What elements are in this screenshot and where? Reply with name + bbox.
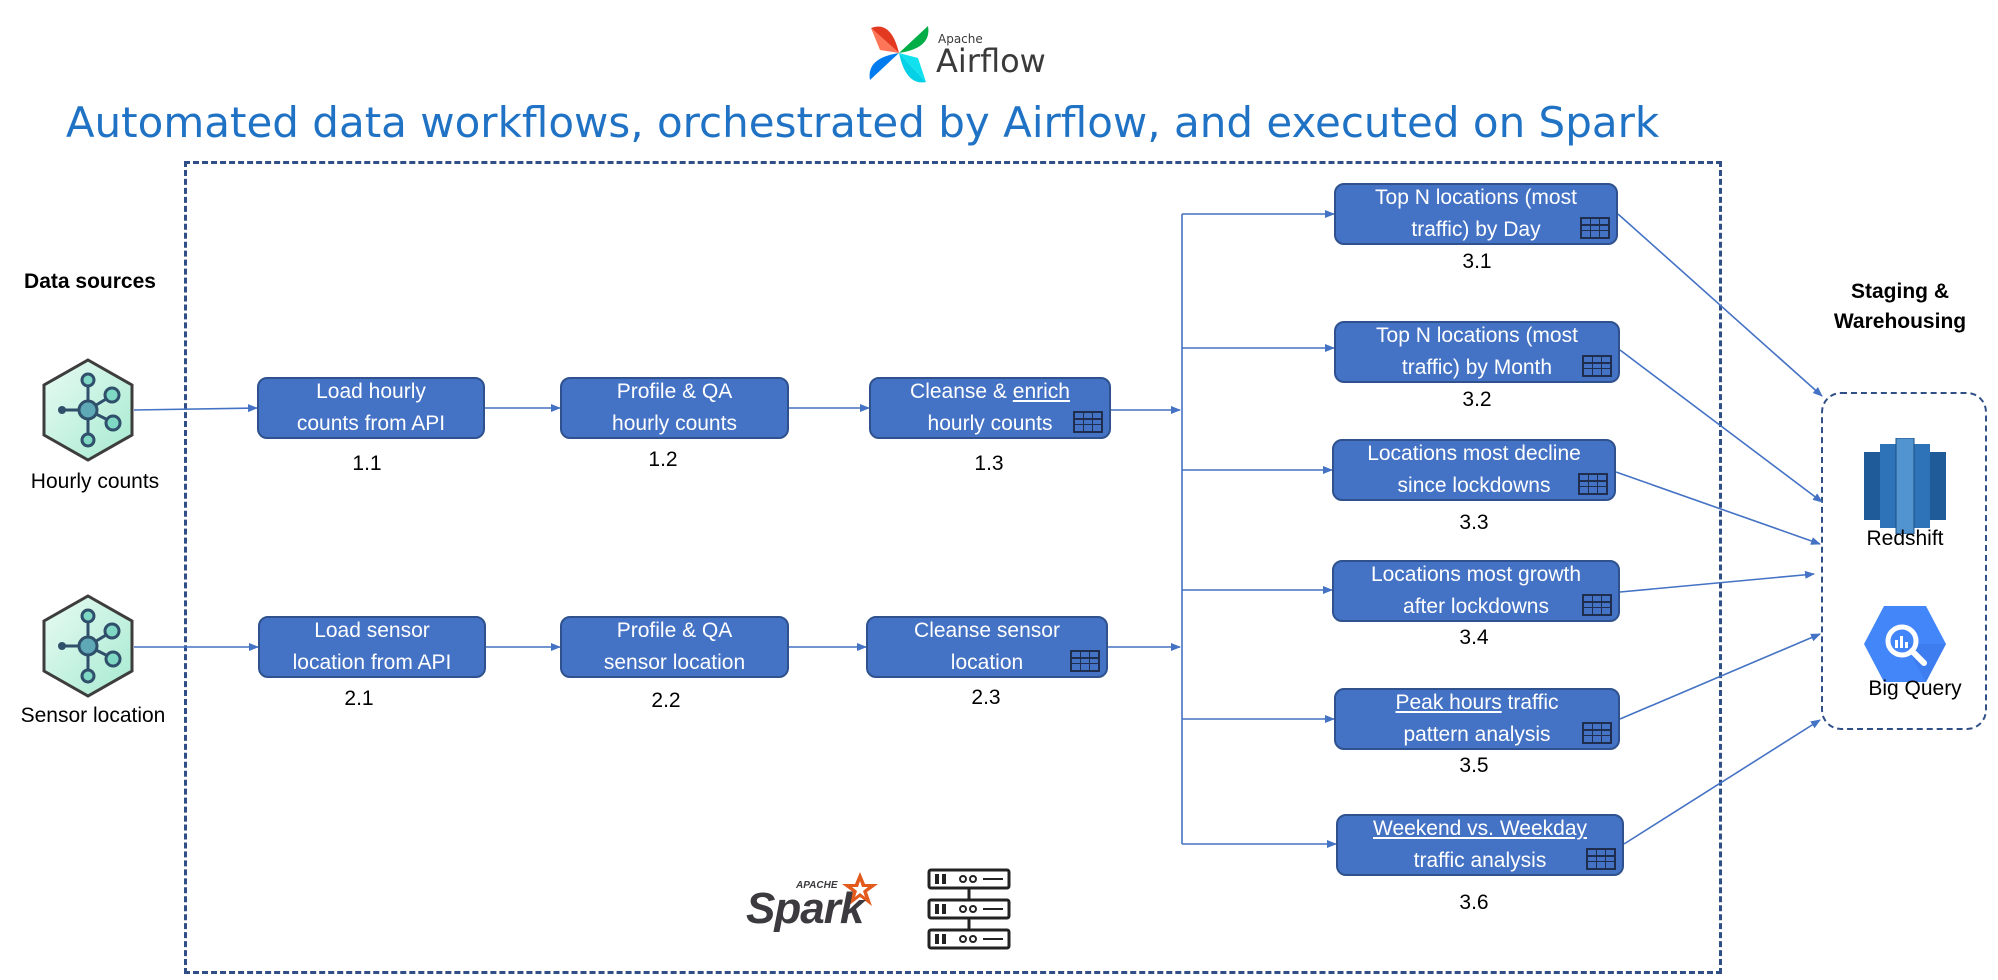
bigquery-label: Big Query xyxy=(1868,677,1962,700)
task-1-3-line1-underlined: enrich xyxy=(1012,380,1070,403)
edge-src1-11 xyxy=(133,404,258,413)
staging-header-line1: Staging & xyxy=(1851,280,1949,303)
task-3-4-number: 3.4 xyxy=(1459,626,1489,649)
task-3-3-line1: Locations most decline xyxy=(1367,442,1581,465)
table-icon xyxy=(1582,722,1612,744)
table-icon xyxy=(1073,411,1103,433)
table-icon xyxy=(1580,217,1610,239)
task-3-1-line1: Top N locations (most xyxy=(1375,186,1577,209)
task-3-2-number: 3.2 xyxy=(1462,388,1492,411)
table-icon xyxy=(1582,355,1612,377)
spark-logo: APACHE Spark xyxy=(746,870,886,940)
task-2-3-line2: location xyxy=(950,651,1024,674)
edge-33-stage xyxy=(1615,471,1821,545)
task-1-3-line2: hourly counts xyxy=(927,412,1053,435)
task-3-5-line1: traffic xyxy=(1501,691,1559,714)
task-3-5[interactable]: Peak hours traffic pattern analysis xyxy=(1334,688,1620,750)
spark-star-icon xyxy=(842,872,878,906)
data-hub-icon xyxy=(42,358,134,462)
task-1-2[interactable]: Profile & QA hourly counts xyxy=(560,377,789,439)
task-3-3[interactable]: Locations most decline since lockdowns xyxy=(1332,439,1616,501)
task-3-3-number: 3.3 xyxy=(1459,511,1489,534)
task-1-1-line1: Load hourly xyxy=(316,380,426,403)
task-3-4-line2: after lockdowns xyxy=(1403,595,1549,618)
task-3-6-line1-underlined: Weekend vs. Weekday xyxy=(1373,817,1587,840)
task-1-3-number: 1.3 xyxy=(974,452,1004,475)
spark-small-text: APACHE xyxy=(796,880,838,891)
task-3-1-line2: traffic) by Day xyxy=(1411,218,1541,241)
redshift-icon xyxy=(1864,438,1946,534)
airflow-big-text: Airflow xyxy=(936,42,1046,80)
task-1-1[interactable]: Load hourly counts from API xyxy=(257,377,485,439)
edge-34-stage xyxy=(1619,570,1815,593)
task-2-2-line1: Profile & QA xyxy=(616,619,733,642)
task-3-4[interactable]: Locations most growth after lockdowns xyxy=(1332,560,1620,622)
task-1-1-number: 1.1 xyxy=(352,452,382,475)
staging-frame xyxy=(1821,392,1987,730)
task-3-5-line2: pattern analysis xyxy=(1403,723,1551,746)
task-2-2-number: 2.2 xyxy=(651,689,681,712)
task-2-3-line1: Cleanse sensor xyxy=(914,619,1060,642)
task-3-5-number: 3.5 xyxy=(1459,754,1489,777)
task-3-2-line1: Top N locations (most xyxy=(1376,324,1578,347)
airflow-logo: Apache Airflow xyxy=(866,20,1046,90)
redshift-label: Redshift xyxy=(1866,527,1944,550)
task-2-2[interactable]: Profile & QA sensor location xyxy=(560,616,789,678)
page-title: Automated data workflows, orchestrated b… xyxy=(65,98,1660,147)
data-sources-header: Data sources xyxy=(24,270,156,293)
task-2-3[interactable]: Cleanse sensor location xyxy=(866,616,1108,678)
task-2-1[interactable]: Load sensor location from API xyxy=(258,616,486,678)
airflow-dag-frame xyxy=(184,161,1722,974)
task-2-1-line1: Load sensor xyxy=(314,619,430,642)
spark-big-text: Spark xyxy=(746,884,864,933)
table-icon xyxy=(1578,473,1608,495)
staging-header-line2: Warehousing xyxy=(1833,310,1967,333)
bigquery-icon xyxy=(1864,606,1946,682)
table-icon xyxy=(1582,594,1612,616)
task-1-3-line1: Cleanse & xyxy=(910,380,1013,403)
task-3-2-line2: traffic) by Month xyxy=(1401,356,1553,379)
task-3-3-line2: since lockdowns xyxy=(1397,474,1551,497)
edge-35-stage xyxy=(1619,633,1821,720)
task-3-6-number: 3.6 xyxy=(1459,891,1489,914)
task-2-1-line2: location from API xyxy=(292,651,452,674)
airflow-small-text: Apache xyxy=(938,32,983,46)
table-icon xyxy=(1586,848,1616,870)
airflow-pinwheel-icon xyxy=(869,26,929,83)
edge-31-stage xyxy=(1617,213,1823,397)
server-cluster-icon xyxy=(927,868,1011,950)
task-1-2-line1: Profile & QA xyxy=(616,380,733,403)
data-hub-icon xyxy=(42,594,134,698)
task-1-2-number: 1.2 xyxy=(648,448,678,471)
task-2-3-number: 2.3 xyxy=(971,686,1001,709)
task-1-2-line2: hourly counts xyxy=(612,412,737,435)
task-3-2[interactable]: Top N locations (most traffic) by Month xyxy=(1334,321,1620,383)
edge-32-stage xyxy=(1619,349,1823,503)
task-3-4-line1: Locations most growth xyxy=(1370,563,1582,586)
source-hourly-label: Hourly counts xyxy=(30,470,160,493)
task-2-1-number: 2.1 xyxy=(344,687,374,710)
edge-36-stage xyxy=(1623,719,1821,845)
source-sensor-label: Sensor location xyxy=(20,704,166,727)
task-2-2-line2: sensor location xyxy=(603,651,746,674)
table-icon xyxy=(1070,650,1100,672)
task-3-6[interactable]: Weekend vs. Weekday traffic analysis xyxy=(1336,814,1624,876)
task-1-1-line2: counts from API xyxy=(296,412,446,435)
task-1-3[interactable]: Cleanse & enrich hourly counts xyxy=(869,377,1111,439)
task-3-6-line2: traffic analysis xyxy=(1413,849,1547,872)
task-3-1-number: 3.1 xyxy=(1462,250,1492,273)
task-3-1[interactable]: Top N locations (most traffic) by Day xyxy=(1334,183,1618,245)
task-3-5-line1-underlined: Peak hours xyxy=(1395,691,1502,714)
